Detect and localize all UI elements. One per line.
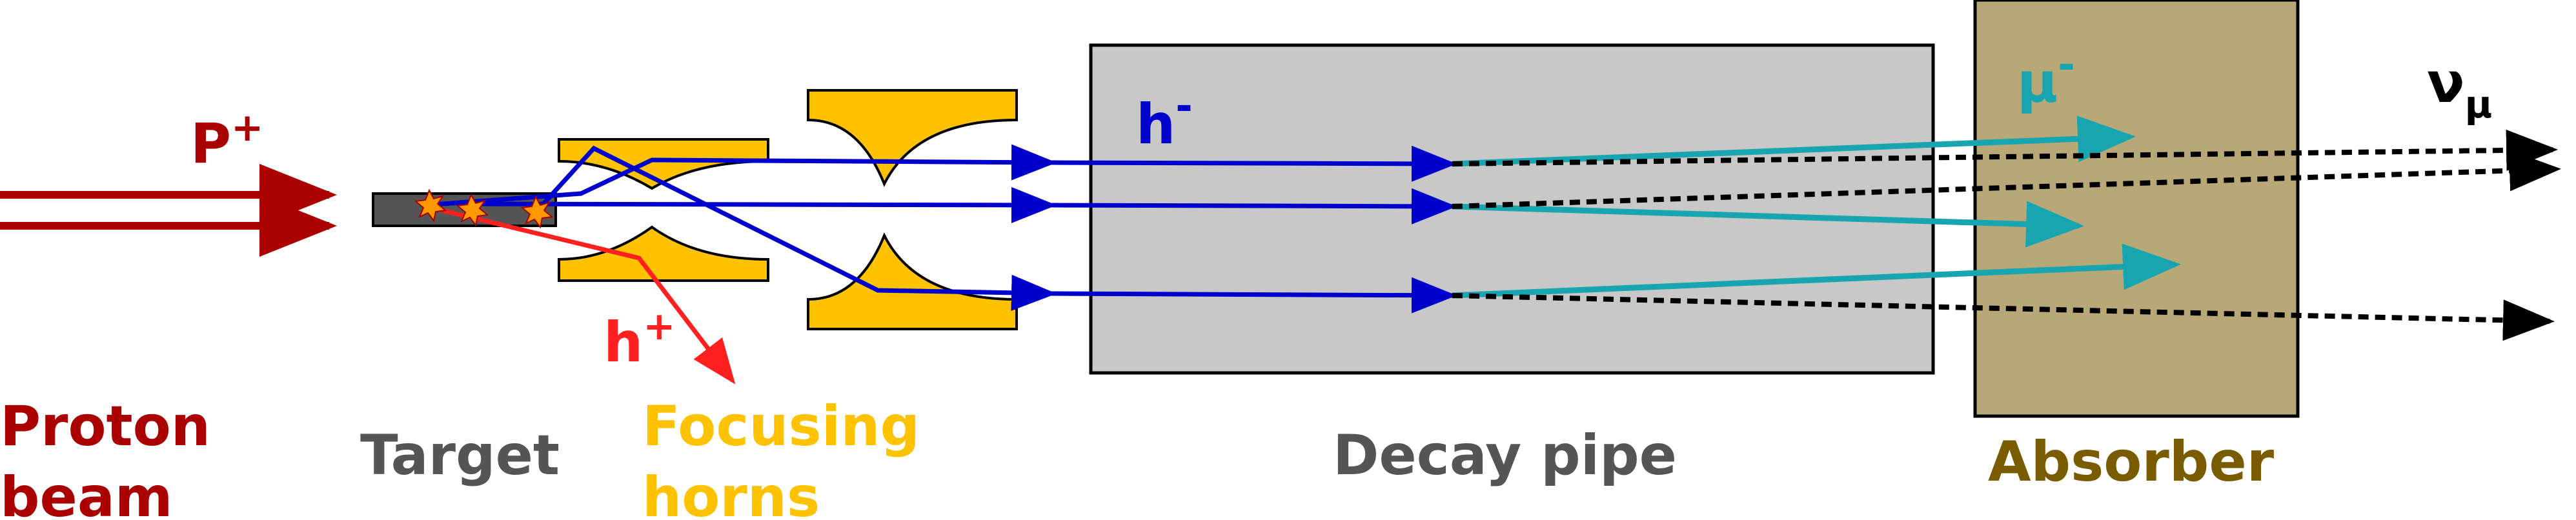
- proton-symbol: P+: [190, 105, 263, 176]
- negative-hadron-symbol: h-: [1136, 83, 1193, 157]
- neutrino-symbol: νμ: [2427, 51, 2492, 126]
- negative-hadron-tracks: [425, 144, 1457, 314]
- proton-beam-arrows: [0, 164, 337, 257]
- interaction-sparks: [414, 188, 554, 229]
- neutrino-tracks: [1452, 129, 2561, 341]
- decay-pipe-label: Decay pipe: [1333, 423, 1677, 488]
- absorber-label: Absorber: [1988, 430, 2275, 494]
- proton-beam-label-line1: Proton: [0, 394, 210, 459]
- focusing-horns: [558, 89, 1018, 330]
- focusing-horns-label-line1: Focusing: [642, 394, 920, 459]
- muon-symbol: μ-: [2017, 41, 2075, 115]
- proton-beam-label-line2: beam: [0, 465, 173, 520]
- muon-tracks: [1452, 115, 2181, 299]
- focusing-horns-label-line2: horns: [642, 465, 820, 520]
- positive-hadron-symbol: h+: [603, 304, 676, 375]
- positive-hadron-track: [438, 207, 736, 385]
- target-label: Target: [360, 423, 560, 488]
